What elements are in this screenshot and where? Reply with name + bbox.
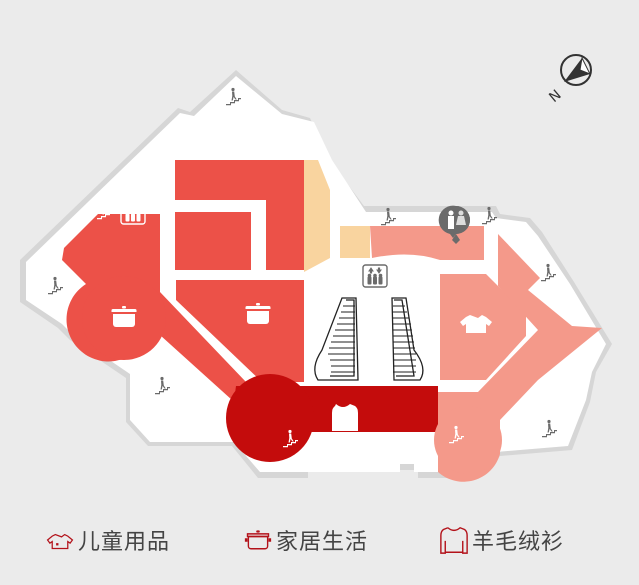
pot-icon-left: [111, 306, 137, 327]
legend: 儿童用品 家居生活 羊毛绒衫: [0, 520, 639, 560]
legend-label-kids: 儿童用品: [78, 530, 171, 555]
zone-other-small[interactable]: [340, 226, 370, 258]
sweater-icon-zone: [332, 404, 358, 431]
zone-kids-top[interactable]: [370, 226, 484, 260]
escalator-up-icon[interactable]: [314, 297, 359, 381]
legend-item-wool[interactable]: 羊毛绒衫: [440, 520, 564, 560]
sweater-icon: [440, 526, 468, 554]
floor-map: [20, 70, 612, 482]
compass-icon: N: [548, 54, 592, 104]
zone-other-strip[interactable]: [304, 160, 330, 272]
legend-label-home: 家居生活: [276, 530, 369, 555]
compass-north-label: N: [548, 87, 565, 104]
legend-item-kids[interactable]: 儿童用品: [46, 520, 170, 560]
pot-icon-center: [245, 303, 271, 324]
escalator-down-icon[interactable]: [391, 297, 424, 381]
legend-label-wool: 羊毛绒衫: [472, 530, 565, 555]
legend-item-home[interactable]: 家居生活: [244, 520, 368, 560]
zone-kids-round[interactable]: [434, 406, 502, 474]
zone-home-center[interactable]: [176, 280, 304, 382]
zone-wool-round[interactable]: [226, 374, 314, 462]
pot-icon: [244, 530, 272, 550]
zone-home-top[interactable]: [175, 160, 304, 270]
zone-home-inner[interactable]: [175, 212, 251, 270]
shirt-icon: [46, 533, 74, 550]
restroom-icon[interactable]: [438, 205, 470, 244]
